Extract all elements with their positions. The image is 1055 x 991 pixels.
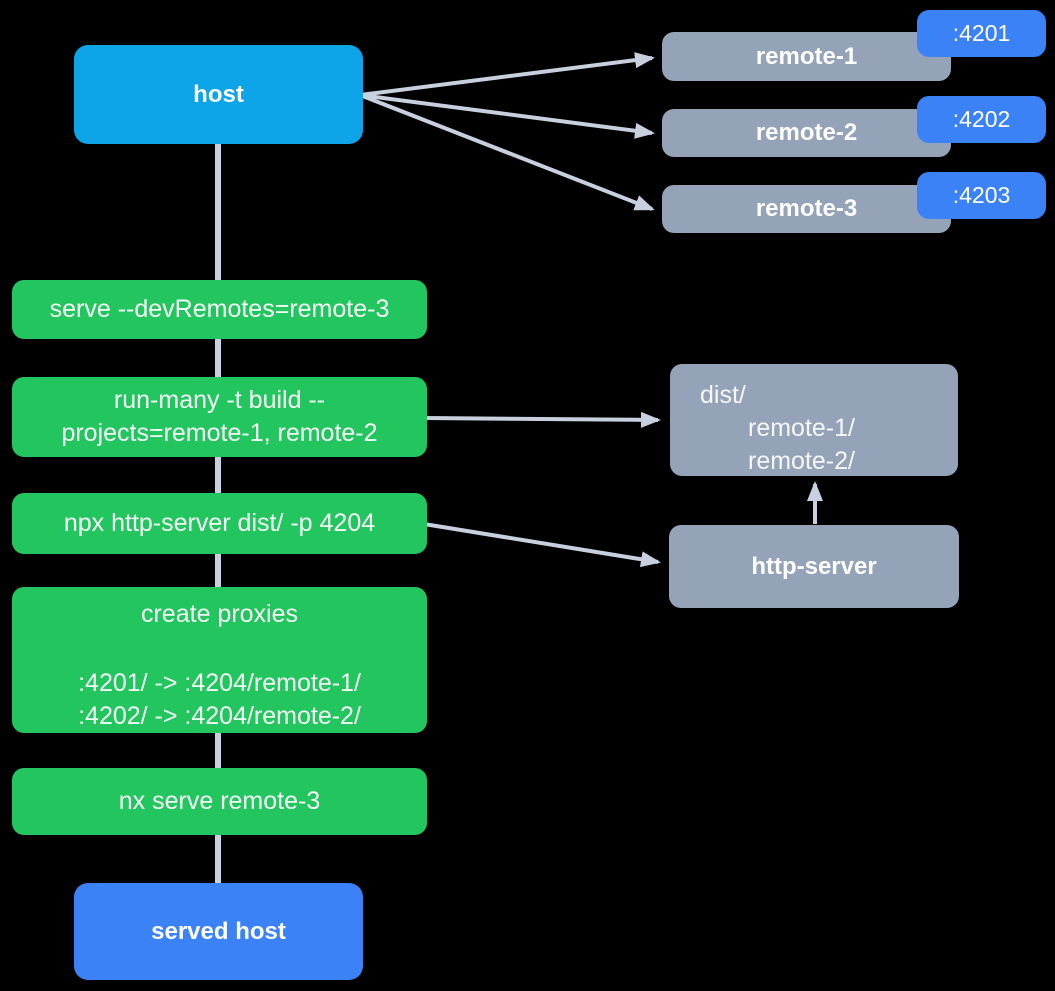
node-command-nx-serve-remote-3: nx serve remote-3 [12,768,427,835]
arrow-npx-to-httpserver [423,522,661,568]
arrow-runmany-to-dist [423,411,661,428]
proxies-rule-1: :4201/ -> :4204/remote-1/ [78,669,361,697]
served-host-label: served host [151,917,286,945]
proxies-rule-2: :4202/ -> :4204/remote-2/ [78,702,361,730]
node-command-serve-devremotes: serve --devRemotes=remote-3 [12,280,427,339]
dist-line-root: dist/ [700,381,746,409]
node-command-create-proxies: create proxies :4201/ -> :4204/remote-1/… [12,587,427,733]
remote-3-label: remote-3 [755,195,858,222]
command-runmany-line1: run-many -t build -- [113,386,326,414]
host-label: host [193,80,244,108]
node-command-run-many-build: run-many -t build -- projects=remote-1, … [12,377,427,457]
port-badge-4203: :4203 [917,172,1046,219]
port-badge-4202-label: :4202 [952,106,1011,132]
arrow-host-to-remote-3 [359,93,655,211]
command-runmany-line2: projects=remote-1, remote-2 [61,419,378,447]
node-http-server: http-server [669,525,959,608]
node-remote-2: remote-2 [662,109,951,157]
arrow-host-to-remote-1 [359,52,655,97]
command-npx-text: npx http-server dist/ -p 4204 [63,509,376,537]
node-remote-3: remote-3 [662,185,951,233]
arrow-host-to-remote-2 [359,93,655,139]
port-badge-4203-label: :4203 [952,182,1011,208]
node-dist-folder: dist/ remote-1/ remote-2/ [670,364,958,476]
node-command-npx-http-server: npx http-server dist/ -p 4204 [12,493,427,554]
remote-2-label: remote-2 [755,119,858,146]
node-remote-1: remote-1 [662,32,951,81]
port-badge-4202: :4202 [917,96,1046,143]
remote-1-label: remote-1 [755,42,858,70]
command-nxserve-text: nx serve remote-3 [118,787,321,815]
node-host: host [74,45,363,144]
dist-line-remote-1: remote-1/ [748,414,855,442]
node-served-host: served host [74,883,363,980]
port-badge-4201: :4201 [917,10,1046,57]
dist-line-remote-2: remote-2/ [748,447,855,475]
proxies-title: create proxies [140,600,299,628]
port-badge-4201-label: :4201 [952,20,1011,46]
command-serve-text: serve --devRemotes=remote-3 [49,295,390,323]
http-server-label: http-server [751,552,877,580]
